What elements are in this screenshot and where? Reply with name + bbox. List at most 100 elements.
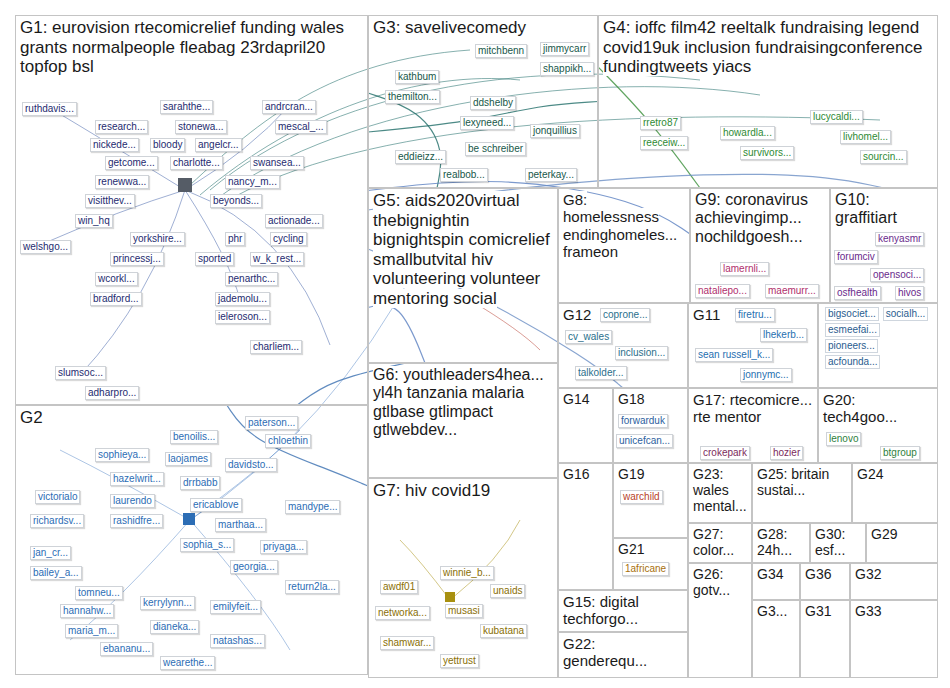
vertex-label: victorialo xyxy=(35,490,80,504)
group-panel: G30: esf... xyxy=(810,523,866,563)
vertex-label: penarthc... xyxy=(225,272,278,286)
vertex-label: lenovo xyxy=(826,432,861,446)
vertex-cluster: bigsociet...socialh...esmeefai...pioneer… xyxy=(818,303,938,388)
vertex-label: cv_wales xyxy=(565,330,612,344)
vertex-label: actionade... xyxy=(265,214,323,228)
group-panel: G14 xyxy=(558,388,613,463)
vertex-label: angelcr... xyxy=(195,138,242,152)
vertex-label: visitthev... xyxy=(85,194,135,208)
vertex-label: nickede... xyxy=(90,138,139,152)
vertex-label: 1africane xyxy=(622,562,669,576)
group-panel: G27: color... xyxy=(688,523,752,563)
vertex-label: ericablove xyxy=(190,498,242,512)
vertex-icon xyxy=(183,513,195,525)
vertex-label: ruthdavis... xyxy=(22,102,77,116)
vertex-label: davidsto... xyxy=(225,458,277,472)
group-panel: G22: genderequ... xyxy=(558,632,688,678)
vertex-label: acfounda... xyxy=(825,355,880,369)
vertex-label: lexyneed... xyxy=(460,116,514,130)
group-panel: G31 xyxy=(800,600,850,678)
vertex-label: hozier xyxy=(770,446,803,460)
vertex-label: themilton... xyxy=(385,90,440,104)
vertex-label: mandype... xyxy=(285,500,340,514)
group-panel: G24 xyxy=(852,463,938,523)
connector xyxy=(227,405,368,486)
group-heading: G23: wales mental... xyxy=(693,466,747,514)
vertex-label: forwarduk xyxy=(618,414,668,428)
vertex-label: richardsv... xyxy=(30,514,84,528)
vertex-label: kubatana xyxy=(480,624,527,638)
vertex-label: lhekerb... xyxy=(760,328,807,342)
group-panel: G8: homelessness endinghomeles... frameo… xyxy=(558,188,690,303)
vertex-label: jimmycarr xyxy=(540,42,589,56)
vertex-label: cycling xyxy=(270,232,307,246)
vertex-label: mescal_... xyxy=(275,120,327,134)
vertex-label: shamwar... xyxy=(380,636,434,650)
group-heading: G3: savelivecomedy xyxy=(373,18,526,37)
group-panel: G28: 24h... xyxy=(752,523,810,563)
vertex-label: tomneu... xyxy=(75,586,123,600)
vertex-label: georgia... xyxy=(230,560,278,574)
vertex-label: renewwa... xyxy=(95,175,149,189)
vertex-label: rashidfre... xyxy=(110,514,163,528)
vertex-label: natashas... xyxy=(210,634,265,648)
vertex-label: sported xyxy=(195,252,234,266)
connector xyxy=(368,93,441,188)
group-heading: G27: color... xyxy=(693,526,734,558)
group-panel: G15: digital techforgo... xyxy=(558,590,688,632)
vertex-label: opensoci... xyxy=(870,268,924,282)
vertex-label: forumciv xyxy=(834,250,878,264)
vertex-label: w_k_rest... xyxy=(250,252,304,266)
vertex-label: pioneers... xyxy=(825,339,878,353)
group-panel: G5: aids2020virtual thebignightin bignig… xyxy=(368,188,558,363)
vertex-label: hivos xyxy=(895,286,924,300)
group-heading: G32 xyxy=(855,566,881,582)
group-heading: G31 xyxy=(805,603,831,619)
vertex-label: sophia_s... xyxy=(180,538,234,552)
vertex-label: bloody xyxy=(150,138,185,152)
vertex-label: sean russell_k... xyxy=(695,348,773,362)
vertex-label: esmeefai... xyxy=(825,323,880,337)
vertex-label: firetru... xyxy=(735,308,775,322)
vertex-icon xyxy=(178,178,192,192)
vertex-label: research... xyxy=(95,120,148,134)
vertex-label: emilyfeit... xyxy=(210,600,261,614)
group-heading: G18 xyxy=(618,391,644,407)
group-heading: G8: homelessness endinghomeles... frameo… xyxy=(563,191,677,260)
group-panel: G32 xyxy=(850,563,938,600)
vertex-icon xyxy=(445,592,455,602)
edge-line xyxy=(185,190,330,345)
edge-line xyxy=(210,74,700,190)
group-panel: G26: gotv... xyxy=(688,563,752,678)
vertex-label: realbob... xyxy=(440,168,488,182)
vertex-label: crokepark xyxy=(700,446,750,460)
edge-line xyxy=(185,105,290,190)
group-heading: G33 xyxy=(855,603,881,619)
vertex-label: laojames xyxy=(165,452,211,466)
vertex-label: sophieya... xyxy=(95,448,149,462)
vertex-label: charliem... xyxy=(250,340,302,354)
group-heading: G36 xyxy=(805,566,831,582)
group-panel: G1: eurovision rtecomicrelief funding wa… xyxy=(15,15,368,405)
vertex-label: unaids xyxy=(490,584,525,598)
vertex-label: andrcran... xyxy=(262,100,316,114)
group-heading: G22: genderequ... xyxy=(563,635,647,669)
group-heading: G17: rtecomicre... rte mentor xyxy=(693,391,812,425)
vertex-label: ddshelby xyxy=(470,96,516,110)
group-heading: G26: gotv... xyxy=(693,566,730,598)
vertex-label: charlotte... xyxy=(170,156,223,170)
vertex-label: adharpro... xyxy=(85,386,139,400)
group-heading: G24 xyxy=(857,466,883,482)
vertex-label: sarahthe... xyxy=(160,100,213,114)
vertex-label: yorkshire... xyxy=(130,232,185,246)
group-panel: G3... xyxy=(752,600,800,678)
vertex-label: wcorkl... xyxy=(95,272,138,286)
edge-line xyxy=(40,190,185,245)
vertex-label: socialh... xyxy=(883,307,928,321)
vertex-label: eddieizz... xyxy=(395,150,446,164)
group-heading: G1: eurovision rtecomicrelief funding wa… xyxy=(20,18,344,76)
vertex-label: maemurr... xyxy=(765,284,819,298)
edge-line xyxy=(190,50,470,185)
